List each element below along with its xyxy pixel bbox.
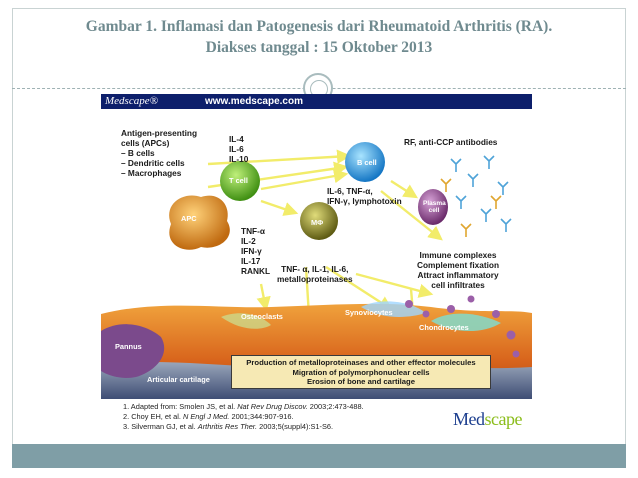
macrophage-shape [300, 202, 338, 240]
bcell-products: IL-6, TNF-α, IFN-γ, lymphotoxin [327, 186, 402, 206]
apc-cell-shape [169, 195, 230, 250]
pmn-cells [405, 295, 520, 358]
plasma-cell-shape [418, 189, 448, 225]
slide-title: Gambar 1. Inflamasi dan Patogenesis dari… [12, 16, 626, 58]
tcell-effector-cytokines: TNF-α IL-2 IFN-γ IL-17 RANKL [241, 226, 271, 276]
osteoclasts-label: Osteoclasts [241, 312, 283, 321]
synoviocytes-label: Synoviocytes [345, 308, 393, 317]
tcell-shape [220, 161, 260, 201]
plasma-cell-label: Plasma cell [423, 200, 446, 214]
antibodies-label: RF, anti-CCP antibodies [404, 137, 498, 147]
chondrocytes-label: Chondrocytes [419, 323, 469, 332]
macrophage-label: MΦ [311, 218, 324, 227]
reference-item: 2. Choy EH, et al. N Engl J Med. 2001;34… [123, 412, 294, 421]
medscape-header-logo: Medscape® [105, 95, 158, 107]
slide-footer-bar [12, 444, 626, 468]
apc-description: Antigen-presenting cells (APCs) – B cell… [121, 128, 198, 178]
effector-molecules-box: Production of metalloproteinases and oth… [231, 355, 491, 389]
articular-cartilage-label: Articular cartilage [147, 375, 210, 384]
tcell-cytokines: IL-4 IL-6 IL-10 [229, 134, 249, 164]
reference-item: 1. Adapted from: Smolen JS, et al. Nat R… [123, 402, 364, 411]
figure-header: Medscape® www.medscape.com [101, 94, 532, 109]
slide-title-line1: Gambar 1. Inflamasi dan Patogenesis dari… [85, 18, 553, 35]
bcell-label: B cell [357, 158, 377, 167]
medscape-footer-logo: Medscape [453, 409, 522, 429]
tcell-label: T cell [229, 176, 248, 185]
medscape-url: www.medscape.com [205, 96, 303, 107]
reference-list: 1. Adapted from: Smolen JS, et al. Nat R… [123, 402, 364, 432]
pannus-label: Pannus [115, 342, 142, 351]
pathogenesis-figure: Medscape® www.medscape.com [101, 94, 532, 436]
pannus-mass [101, 324, 165, 378]
immune-complexes-text: Immune complexes Complement fixation Att… [417, 250, 500, 290]
reference-item: 3. Silverman GJ, et al. Arthritis Res Th… [123, 422, 334, 431]
slide-title-line2: Diakses tanggal : 15 Oktober 2013 [205, 39, 433, 56]
macrophage-products: TNF- α, IL-1, IL-6, metalloproteinases [277, 264, 353, 284]
apc-label: APC [181, 214, 197, 223]
bcell-shape [345, 142, 385, 182]
antibody-glyphs [450, 155, 512, 232]
